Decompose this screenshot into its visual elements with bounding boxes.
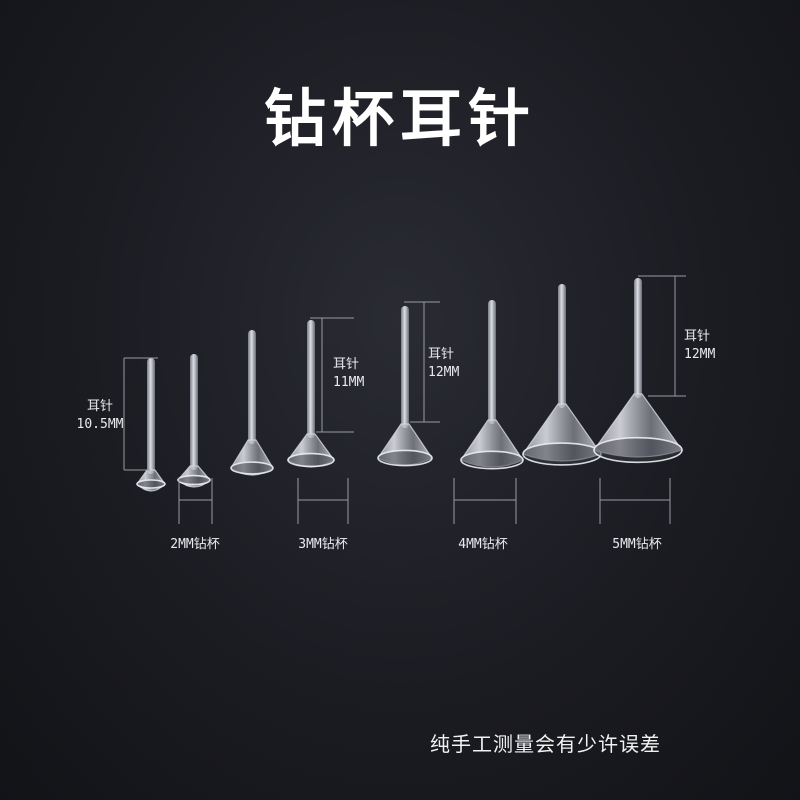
earring-pin-4 — [287, 320, 335, 468]
pin-cup-rim — [460, 450, 524, 470]
earring-pin-7 — [522, 284, 602, 466]
pin-length-label-3: 耳针 12MM — [428, 346, 488, 382]
pin-stem — [558, 284, 566, 408]
earring-pin-5 — [377, 306, 433, 467]
pin-cup-rim — [522, 442, 602, 466]
earring-pin-8 — [593, 278, 683, 464]
pin-cup-rim — [136, 479, 166, 489]
pin-stem — [488, 300, 496, 424]
pin-stem — [307, 320, 315, 438]
pin-stem — [190, 354, 198, 470]
pin-length-label-4: 耳针 12MM — [684, 328, 744, 364]
pin-length-label-3-value: 12MM — [428, 365, 460, 380]
pin-cup-rim — [377, 449, 433, 467]
earring-pin-2 — [177, 354, 211, 488]
measurement-note: 纯手工测量会有少许误差 — [430, 732, 661, 756]
pin-length-label-2-value: 11MM — [333, 375, 365, 390]
earring-pin-6 — [460, 300, 524, 470]
pin-length-label-3-title: 耳针 — [428, 347, 455, 362]
pin-length-label-1-value: 10.5MM — [76, 417, 124, 432]
pin-cup-rim — [230, 461, 274, 475]
pin-length-label-1-title: 耳针 — [86, 399, 113, 414]
pin-length-label-4-value: 12MM — [684, 347, 716, 362]
pin-length-label-4-title: 耳针 — [684, 329, 711, 344]
pin-cup-rim — [177, 474, 211, 486]
cup-size-label-3mm: 3MM钻杯 — [298, 537, 348, 552]
pin-stem — [634, 278, 642, 398]
cup-size-label-2mm: 2MM钻杯 — [170, 537, 220, 552]
page-title: 钻杯耳针 — [263, 82, 536, 155]
pin-length-label-2-title: 耳针 — [333, 357, 360, 372]
pin-length-label-2: 耳针 11MM — [333, 356, 393, 392]
cup-size-label-5mm: 5MM钻杯 — [612, 537, 662, 552]
pin-stem — [147, 358, 155, 474]
pin-length-label-1: 耳针 10.5MM — [60, 398, 140, 434]
cup-size-label-4mm: 4MM钻杯 — [458, 537, 508, 552]
earring-pin-1 — [136, 358, 166, 492]
earring-pin-3 — [230, 330, 274, 476]
pin-cup-rim — [593, 436, 683, 464]
pin-stem — [248, 330, 256, 444]
pin-cup-rim — [287, 452, 335, 468]
pin-stem — [401, 306, 409, 428]
